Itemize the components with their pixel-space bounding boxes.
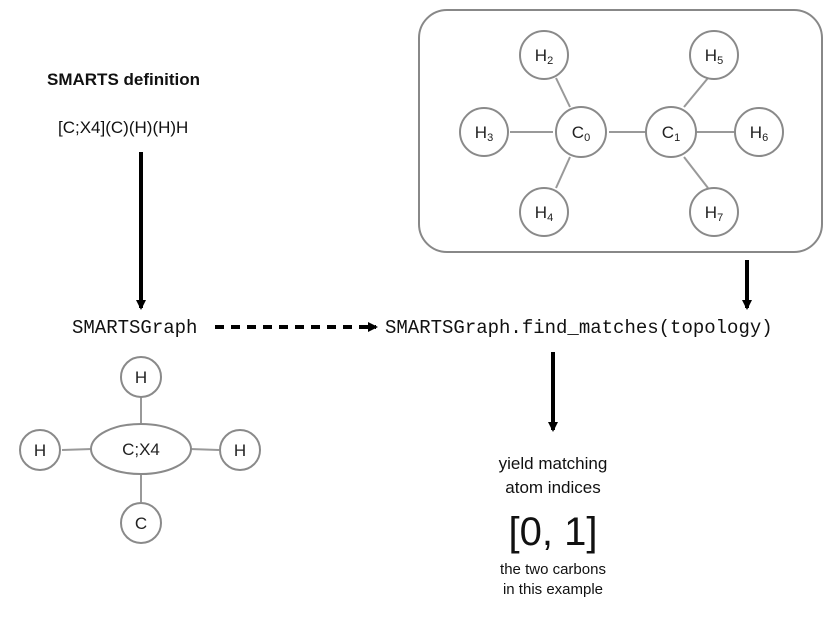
- smarts-node-left: H: [19, 429, 61, 471]
- find-matches-label: SMARTSGraph.find_matches(topology): [385, 317, 773, 339]
- svg-text:C;X4: C;X4: [122, 440, 160, 459]
- svg-text:H3: H3: [475, 123, 493, 144]
- smarts-string: [C;X4](C)(H)(H)H: [58, 118, 189, 137]
- smarts-node-bottom: C: [120, 502, 162, 544]
- svg-text:H5: H5: [705, 46, 723, 67]
- svg-text:C: C: [135, 514, 147, 533]
- svg-text:C1: C1: [662, 123, 680, 144]
- svg-text:H4: H4: [535, 203, 553, 224]
- atom-c1: C1: [645, 106, 697, 158]
- yield-line-2: atom indices: [505, 478, 601, 497]
- yield-text: yield matching atom indices: [453, 452, 653, 500]
- result-note-line-1: the two carbons: [500, 561, 606, 578]
- svg-text:H2: H2: [535, 46, 553, 67]
- atom-h2: H2: [519, 30, 569, 80]
- topology-box: [418, 9, 823, 253]
- atom-h3: H3: [459, 107, 509, 157]
- atom-h7: H7: [689, 187, 739, 237]
- heading-smarts-definition: SMARTS definition: [47, 70, 200, 89]
- svg-text:H: H: [234, 441, 246, 460]
- bond-c1-h7: [683, 156, 709, 189]
- svg-text:H: H: [135, 368, 147, 387]
- result-note: the two carbons in this example: [453, 560, 653, 600]
- svg-text:H: H: [34, 441, 46, 460]
- atom-h5: H5: [689, 30, 739, 80]
- smarts-bond-left: [61, 448, 93, 451]
- smarts-node-right: H: [219, 429, 261, 471]
- svg-text:C0: C0: [572, 123, 590, 144]
- bond-c0-h4: [555, 156, 571, 189]
- bond-h5-c1: [683, 77, 709, 108]
- svg-text:H6: H6: [750, 123, 768, 144]
- atom-c0: C0: [555, 106, 607, 158]
- result-note-line-2: in this example: [502, 581, 604, 598]
- smarts-node-top: H: [120, 356, 162, 398]
- smarts-bond-right: [189, 448, 220, 451]
- bond-h2-c0: [555, 77, 571, 108]
- yield-line-1: yield matching: [498, 454, 608, 473]
- result-indices: [0, 1]: [508, 510, 598, 554]
- svg-text:H7: H7: [705, 203, 723, 224]
- atom-h6: H6: [734, 107, 784, 157]
- atom-h4: H4: [519, 187, 569, 237]
- smarts-graph-label: SMARTSGraph: [72, 317, 198, 339]
- smarts-node-center: C;X4: [90, 423, 192, 475]
